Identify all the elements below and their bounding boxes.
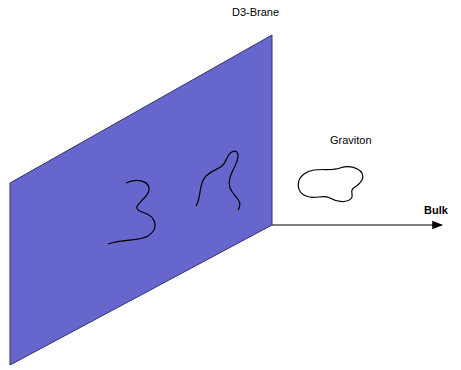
closed-string bbox=[298, 167, 362, 202]
graviton-label: Graviton bbox=[330, 134, 372, 147]
open-string bbox=[108, 180, 155, 244]
brane-label: D3-Brane bbox=[232, 6, 279, 19]
bulk-label: Bulk bbox=[424, 204, 448, 217]
bulk-axis bbox=[272, 224, 442, 225]
open-string bbox=[196, 151, 240, 210]
brane-plane bbox=[10, 35, 272, 365]
